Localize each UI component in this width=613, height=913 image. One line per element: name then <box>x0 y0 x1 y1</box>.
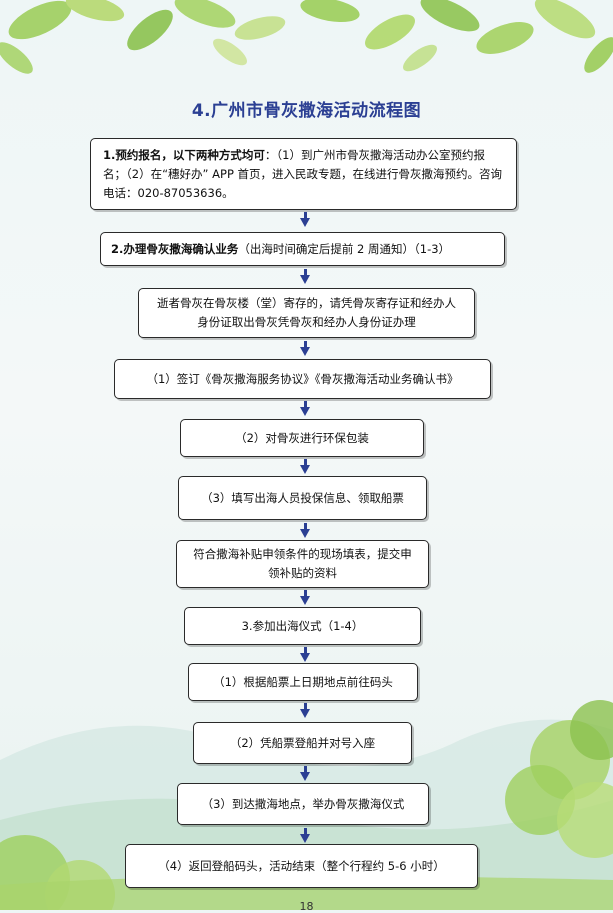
flow-arrow-icon <box>300 647 310 662</box>
flow-step-12-text: （4）返回登船码头，活动结束（整个行程约 5-6 小时） <box>158 858 445 873</box>
flow-step-2-heading: 2.办理骨灰撒海确认业务 <box>111 241 239 256</box>
flow-step-8: 3.参加出海仪式（1-4） <box>184 607 421 645</box>
flow-arrow-icon <box>300 523 310 538</box>
flow-step-2: 2.办理骨灰撒海确认业务（出海时间确定后提前 2 周通知）（1-3） <box>100 232 505 266</box>
flow-step-11: （3）到达撒海地点，举办骨灰撒海仪式 <box>177 783 429 825</box>
flow-step-1-content: 1.预约报名，以下两种方式均可：（1）到广州市骨灰撒海活动办公室预约报名；（2）… <box>103 146 504 203</box>
flow-step-1-heading: 1.预约报名，以下两种方式均可 <box>103 147 265 162</box>
flow-step-9-text: （1）根据船票上日期地点前往码头 <box>213 674 393 689</box>
flow-arrow-icon <box>300 590 310 605</box>
flow-step-11-text: （3）到达撒海地点，举办骨灰撒海仪式 <box>201 796 405 811</box>
leaves-decoration <box>0 0 613 74</box>
flow-step-4-text: （1）签订《骨灰撒海服务协议》《骨灰撒海活动业务确认书》 <box>146 371 459 386</box>
flow-arrow-icon <box>300 828 310 843</box>
flow-step-7: 符合撒海补贴申领条件的现场填表，提交申领补贴的资料 <box>176 540 429 588</box>
flow-step-6-text: （3）填写出海人员投保信息、领取船票 <box>201 490 404 505</box>
flow-step-10: （2）凭船票登船并对号入座 <box>193 722 412 764</box>
flow-step-5: （2）对骨灰进行环保包装 <box>180 419 424 457</box>
flow-step-1-text: ：（1）到广州市骨灰撒海活动办公室预约报名；（2）在“穗好办” APP 首页，进… <box>103 147 503 200</box>
flow-step-9: （1）根据船票上日期地点前往码头 <box>188 663 418 701</box>
flow-step-2-text: （出海时间确定后提前 2 周通知）（1-3） <box>238 241 451 256</box>
flow-step-7-text: 符合撒海补贴申领条件的现场填表，提交申领补贴的资料 <box>193 547 412 580</box>
flow-step-3-text: 逝者骨灰在骨灰楼（堂）寄存的，请凭骨灰寄存证和经办人身份证取出骨灰凭骨灰和经办人… <box>157 296 456 329</box>
flow-step-5-text: （2）对骨灰进行环保包装 <box>235 430 369 445</box>
flow-step-1: 1.预约报名，以下两种方式均可：（1）到广州市骨灰撒海活动办公室预约报名；（2）… <box>90 138 517 210</box>
flow-step-10-text: （2）凭船票登船并对号入座 <box>229 735 376 750</box>
flow-arrow-icon <box>300 459 310 474</box>
page-number: 18 <box>299 900 314 913</box>
flow-step-12: （4）返回登船码头，活动结束（整个行程约 5-6 小时） <box>125 844 478 888</box>
flow-arrow-icon <box>300 401 310 416</box>
page-title: 4.广州市骨灰撒海活动流程图 <box>191 101 422 121</box>
flow-arrow-icon <box>300 212 310 227</box>
flow-arrow-icon <box>300 703 310 718</box>
flow-arrow-icon <box>300 766 310 781</box>
flow-step-2-content: 2.办理骨灰撒海确认业务（出海时间确定后提前 2 周通知）（1-3） <box>111 240 450 259</box>
flow-arrow-icon <box>300 341 310 356</box>
flow-step-3: 逝者骨灰在骨灰楼（堂）寄存的，请凭骨灰寄存证和经办人身份证取出骨灰凭骨灰和经办人… <box>138 288 475 338</box>
flow-step-6: （3）填写出海人员投保信息、领取船票 <box>178 476 427 520</box>
flow-arrow-icon <box>300 269 310 284</box>
flow-step-4: （1）签订《骨灰撒海服务协议》《骨灰撒海活动业务确认书》 <box>114 359 491 399</box>
flow-step-8-text: 3.参加出海仪式（1-4） <box>241 618 364 633</box>
